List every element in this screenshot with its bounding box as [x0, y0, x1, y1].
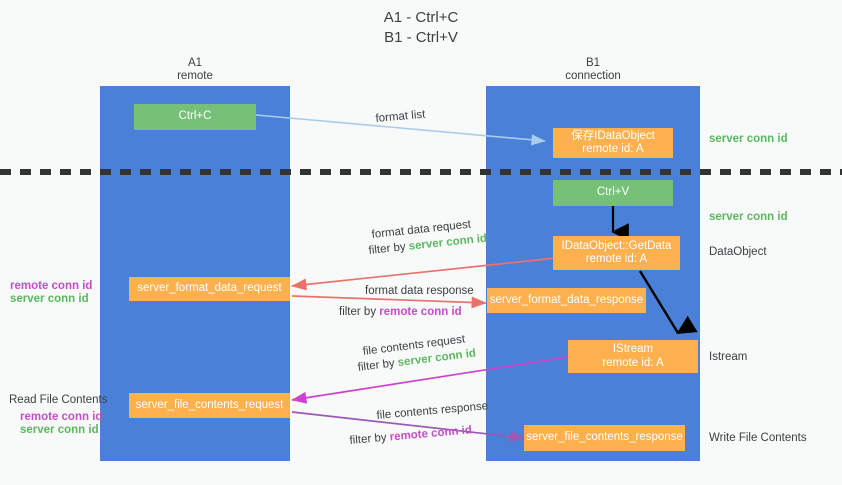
box-ctrl-v[interactable]: Ctrl+V: [553, 180, 673, 206]
box-save-dataobject[interactable]: 保存IDataObject remote id: A: [553, 128, 673, 158]
edge-label-file-contents-request-filter-prefix: filter by: [357, 357, 399, 374]
column-header-b1-name: B1: [585, 57, 601, 69]
column-header-b1-sub: connection: [565, 70, 621, 82]
label-remote-conn-id-1: remote conn id: [10, 280, 93, 292]
box-ctrl-c-label: Ctrl+C: [178, 110, 212, 123]
title-line-2: B1 - Ctrl+V: [384, 29, 458, 46]
box-server-file-contents-request[interactable]: server_file_contents_request: [129, 393, 290, 418]
edge-label-format-data-response-filter-prefix: filter by: [339, 306, 380, 318]
box-server-file-contents-response-label: server_file_contents_response: [526, 431, 683, 444]
label-read-file-contents: Read File Contents: [9, 394, 108, 406]
box-server-format-data-response-label: server_format_data_response: [489, 293, 644, 306]
column-header-a1-sub: remote: [177, 70, 213, 82]
label-remote-conn-id-2: remote conn id: [20, 411, 103, 423]
label-write-file-contents: Write File Contents: [709, 432, 807, 444]
box-idataobject-getdata-label: IDataObject::GetData remote id: A: [561, 239, 672, 266]
edge-label-format-data-request-filter-prefix: filter by: [368, 240, 410, 257]
box-server-format-data-request[interactable]: server_format_data_request: [129, 277, 290, 301]
edge-label-file-contents-response-filter: filter by remote conn id: [349, 423, 473, 449]
box-server-format-data-request-label: server_format_data_request: [137, 282, 282, 295]
label-server-conn-id-2: server conn id: [20, 424, 99, 436]
page-title: A1 - Ctrl+C B1 - Ctrl+V: [0, 8, 842, 48]
column-header-a1: A1 remote: [100, 57, 290, 83]
box-save-dataobject-label: 保存IDataObject remote id: A: [571, 129, 655, 156]
label-server-conn-id-top: server conn id: [709, 133, 788, 145]
label-dataobject: DataObject: [709, 246, 767, 258]
label-istream: Istream: [709, 351, 748, 363]
edge-label-file-contents-response-filter-value: remote conn id: [389, 424, 473, 444]
box-ctrl-c[interactable]: Ctrl+C: [134, 104, 256, 130]
edge-label-format-data-response: format data response: [365, 285, 474, 297]
column-header-b1: B1 connection: [486, 57, 700, 83]
edge-label-format-list: format list: [375, 108, 426, 125]
edge-label-format-data-response-filter: filter by remote conn id: [339, 305, 462, 320]
edge-label-file-contents-response-filter-prefix: filter by: [349, 431, 391, 447]
edge-label-format-data-response-filter-value: remote conn id: [379, 306, 462, 318]
box-idataobject-getdata[interactable]: IDataObject::GetData remote id: A: [553, 236, 680, 270]
box-istream-label: IStream remote id: A: [602, 343, 664, 369]
column-header-a1-name: A1: [187, 57, 203, 69]
edge-label-file-contents-response: file contents response: [376, 400, 489, 422]
box-istream[interactable]: IStream remote id: A: [568, 340, 698, 373]
box-server-file-contents-request-label: server_file_contents_request: [135, 398, 284, 411]
title-line-1: A1 - Ctrl+C: [383, 9, 459, 26]
box-ctrl-v-label: Ctrl+V: [596, 186, 630, 199]
box-server-format-data-response[interactable]: server_format_data_response: [487, 288, 646, 313]
label-server-conn-id-1: server conn id: [10, 293, 89, 305]
label-server-conn-id-mid: server conn id: [709, 211, 788, 223]
box-server-file-contents-response[interactable]: server_file_contents_response: [524, 425, 685, 451]
